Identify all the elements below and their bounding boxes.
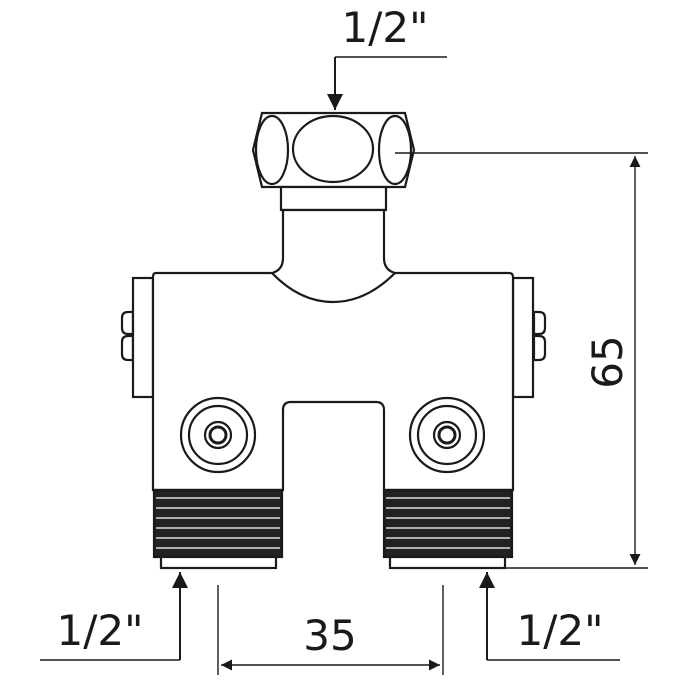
height-label: 65 (583, 335, 632, 388)
left-port-icon (179, 396, 257, 474)
left-knob (120, 310, 135, 362)
left-tab (131, 276, 155, 399)
right-outlet-label: 1/2" (517, 606, 604, 655)
collar (279, 185, 388, 212)
fitting-body (120, 111, 547, 570)
right-tab (511, 276, 535, 399)
top-inlet-label: 1/2" (342, 3, 429, 52)
nut-face-right (377, 114, 413, 186)
nut-face-left (254, 114, 290, 186)
left-thread (152, 488, 284, 570)
right-port-icon (408, 396, 486, 474)
neck-junction-curve (271, 272, 396, 304)
right-thread (382, 488, 514, 570)
spacing-label: 35 (303, 611, 356, 660)
right-knob (532, 310, 547, 362)
left-outlet-label: 1/2" (57, 606, 144, 655)
nut-face-center (291, 114, 375, 184)
thread-lines (156, 497, 510, 549)
dimension-lines (40, 56, 648, 675)
